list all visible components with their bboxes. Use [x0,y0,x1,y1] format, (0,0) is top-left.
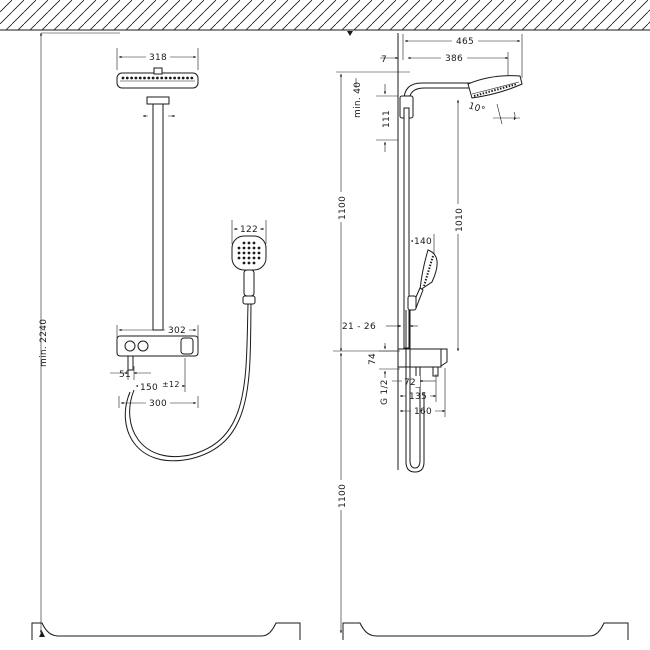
inlet-distance-label: 150 [140,383,158,393]
nozzle-dot [151,76,155,80]
nozzle-dot [130,76,134,80]
nozzle-dot [252,251,256,255]
wall-distance-label: 21 - 26 [342,322,376,332]
thermostat-side [397,348,448,388]
nozzle-dot [156,76,159,80]
front-view: min. 2240 318 98 122 [39,32,267,634]
head-tilt-label: 10° [467,101,486,116]
wall-gap-label: 7 [381,55,387,65]
head-min-clearance-label: min. 40 [353,82,363,118]
nozzle-dot [237,246,241,250]
thermostat [116,335,199,371]
projection-label: 465 [456,37,474,47]
head-to-thermostat-label: 1010 [455,208,465,232]
nozzle-dot [186,76,189,80]
nozzle-dot [242,256,246,260]
overhead-shower [116,67,199,89]
outlet-offset-label: 51 [119,370,131,380]
floor-height-label: 1100 [338,484,348,508]
nozzle-dot [147,76,151,80]
nozzle-dot [121,76,125,80]
nozzle-dot [252,246,256,250]
nozzle-dot [160,76,164,80]
nozzle-dot [173,76,177,80]
shower-hose [129,303,249,457]
shower-hose-side [409,310,421,469]
hand-shower-side [407,249,438,311]
nozzle-dot [237,251,241,255]
nozzle-dot [247,246,251,250]
nozzle-dot [247,241,251,245]
nozzle-dot [252,241,256,245]
inlet-thread-label: G 1/2 [380,379,390,405]
column-height-label: 1100 [338,196,348,220]
nozzle-dot [134,76,138,80]
thermostat-depth-label: 135 [409,392,427,402]
nozzle-dot [177,76,181,80]
thermostat-width-label: 302 [168,326,186,336]
head-width-label: 318 [149,53,167,63]
thermostat-height-label: 74 [368,353,378,365]
nozzle-dot [252,261,256,265]
nozzle-dot [168,76,172,80]
nozzle-dot [242,246,246,250]
nozzle-dot [143,76,146,80]
handshower-width-label: 122 [240,225,258,235]
riser-pipe [152,103,164,331]
nozzle-dot [257,251,261,255]
arm-connector [146,96,170,105]
nozzle-dot [257,246,261,250]
nozzle-dot [252,256,256,260]
thermostat-projection-label: 160 [414,407,432,417]
nozzle-dot [190,76,194,80]
nozzle-dot [242,241,246,245]
side-view: 465 7 386 min. 40 111 [333,33,523,634]
overhead-shower-side [467,75,523,99]
floor-tub-right [342,622,629,640]
nozzle-dot [164,76,168,80]
nozzle-dot [242,251,246,255]
mount-width-label: 300 [149,399,167,409]
nozzle-dot [257,256,261,260]
nozzle-dot [242,261,246,265]
nozzle-dot [247,251,251,255]
handshower-projection-label: 140 [414,237,432,247]
nozzle-dot [125,76,129,80]
nozzle-dot [181,76,185,80]
arm-reach-label: 386 [445,54,463,64]
hand-shower [231,235,267,305]
floor-tub-left [31,622,301,640]
nozzle-dot [247,261,251,265]
ceiling [0,0,650,36]
holder-height-label: 111 [382,110,392,128]
nozzle-dot [247,256,251,260]
inlet-tolerance-label: ±12 [162,380,180,389]
nozzle-dot [237,256,241,260]
total-height-label: min. 2240 [39,319,49,367]
nozzle-dot [138,76,142,80]
